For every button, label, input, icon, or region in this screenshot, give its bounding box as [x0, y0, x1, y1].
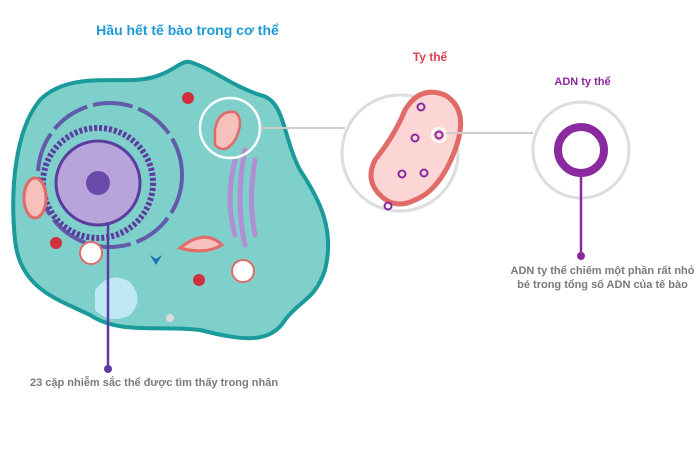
mito-in-cell — [213, 110, 242, 151]
centrosome — [150, 255, 162, 265]
mtdna-label: ADN ty thể — [554, 76, 611, 88]
mtdna-description: ADN ty thể chiếm một phần rất nhỏ bé tro… — [510, 265, 695, 291]
mitochondrion-label: Ty thể — [412, 50, 448, 64]
nucleolus — [86, 171, 110, 195]
mitochondrion-large — [368, 89, 464, 207]
golgi-apparatus — [227, 147, 258, 248]
mtdna-dots — [383, 102, 444, 211]
vesicles — [50, 92, 255, 322]
nucleus-pointer-dot — [104, 365, 112, 373]
mitochondria-small — [22, 176, 225, 253]
nucleus-description: 23 cặp nhiễm sắc thể được tìm thấy trong… — [30, 377, 279, 389]
er-ring-outer — [36, 101, 184, 249]
diagram-title: Hầu hết tế bào trong cơ thể — [96, 22, 279, 38]
mtdna-pointer-dot — [577, 252, 585, 260]
